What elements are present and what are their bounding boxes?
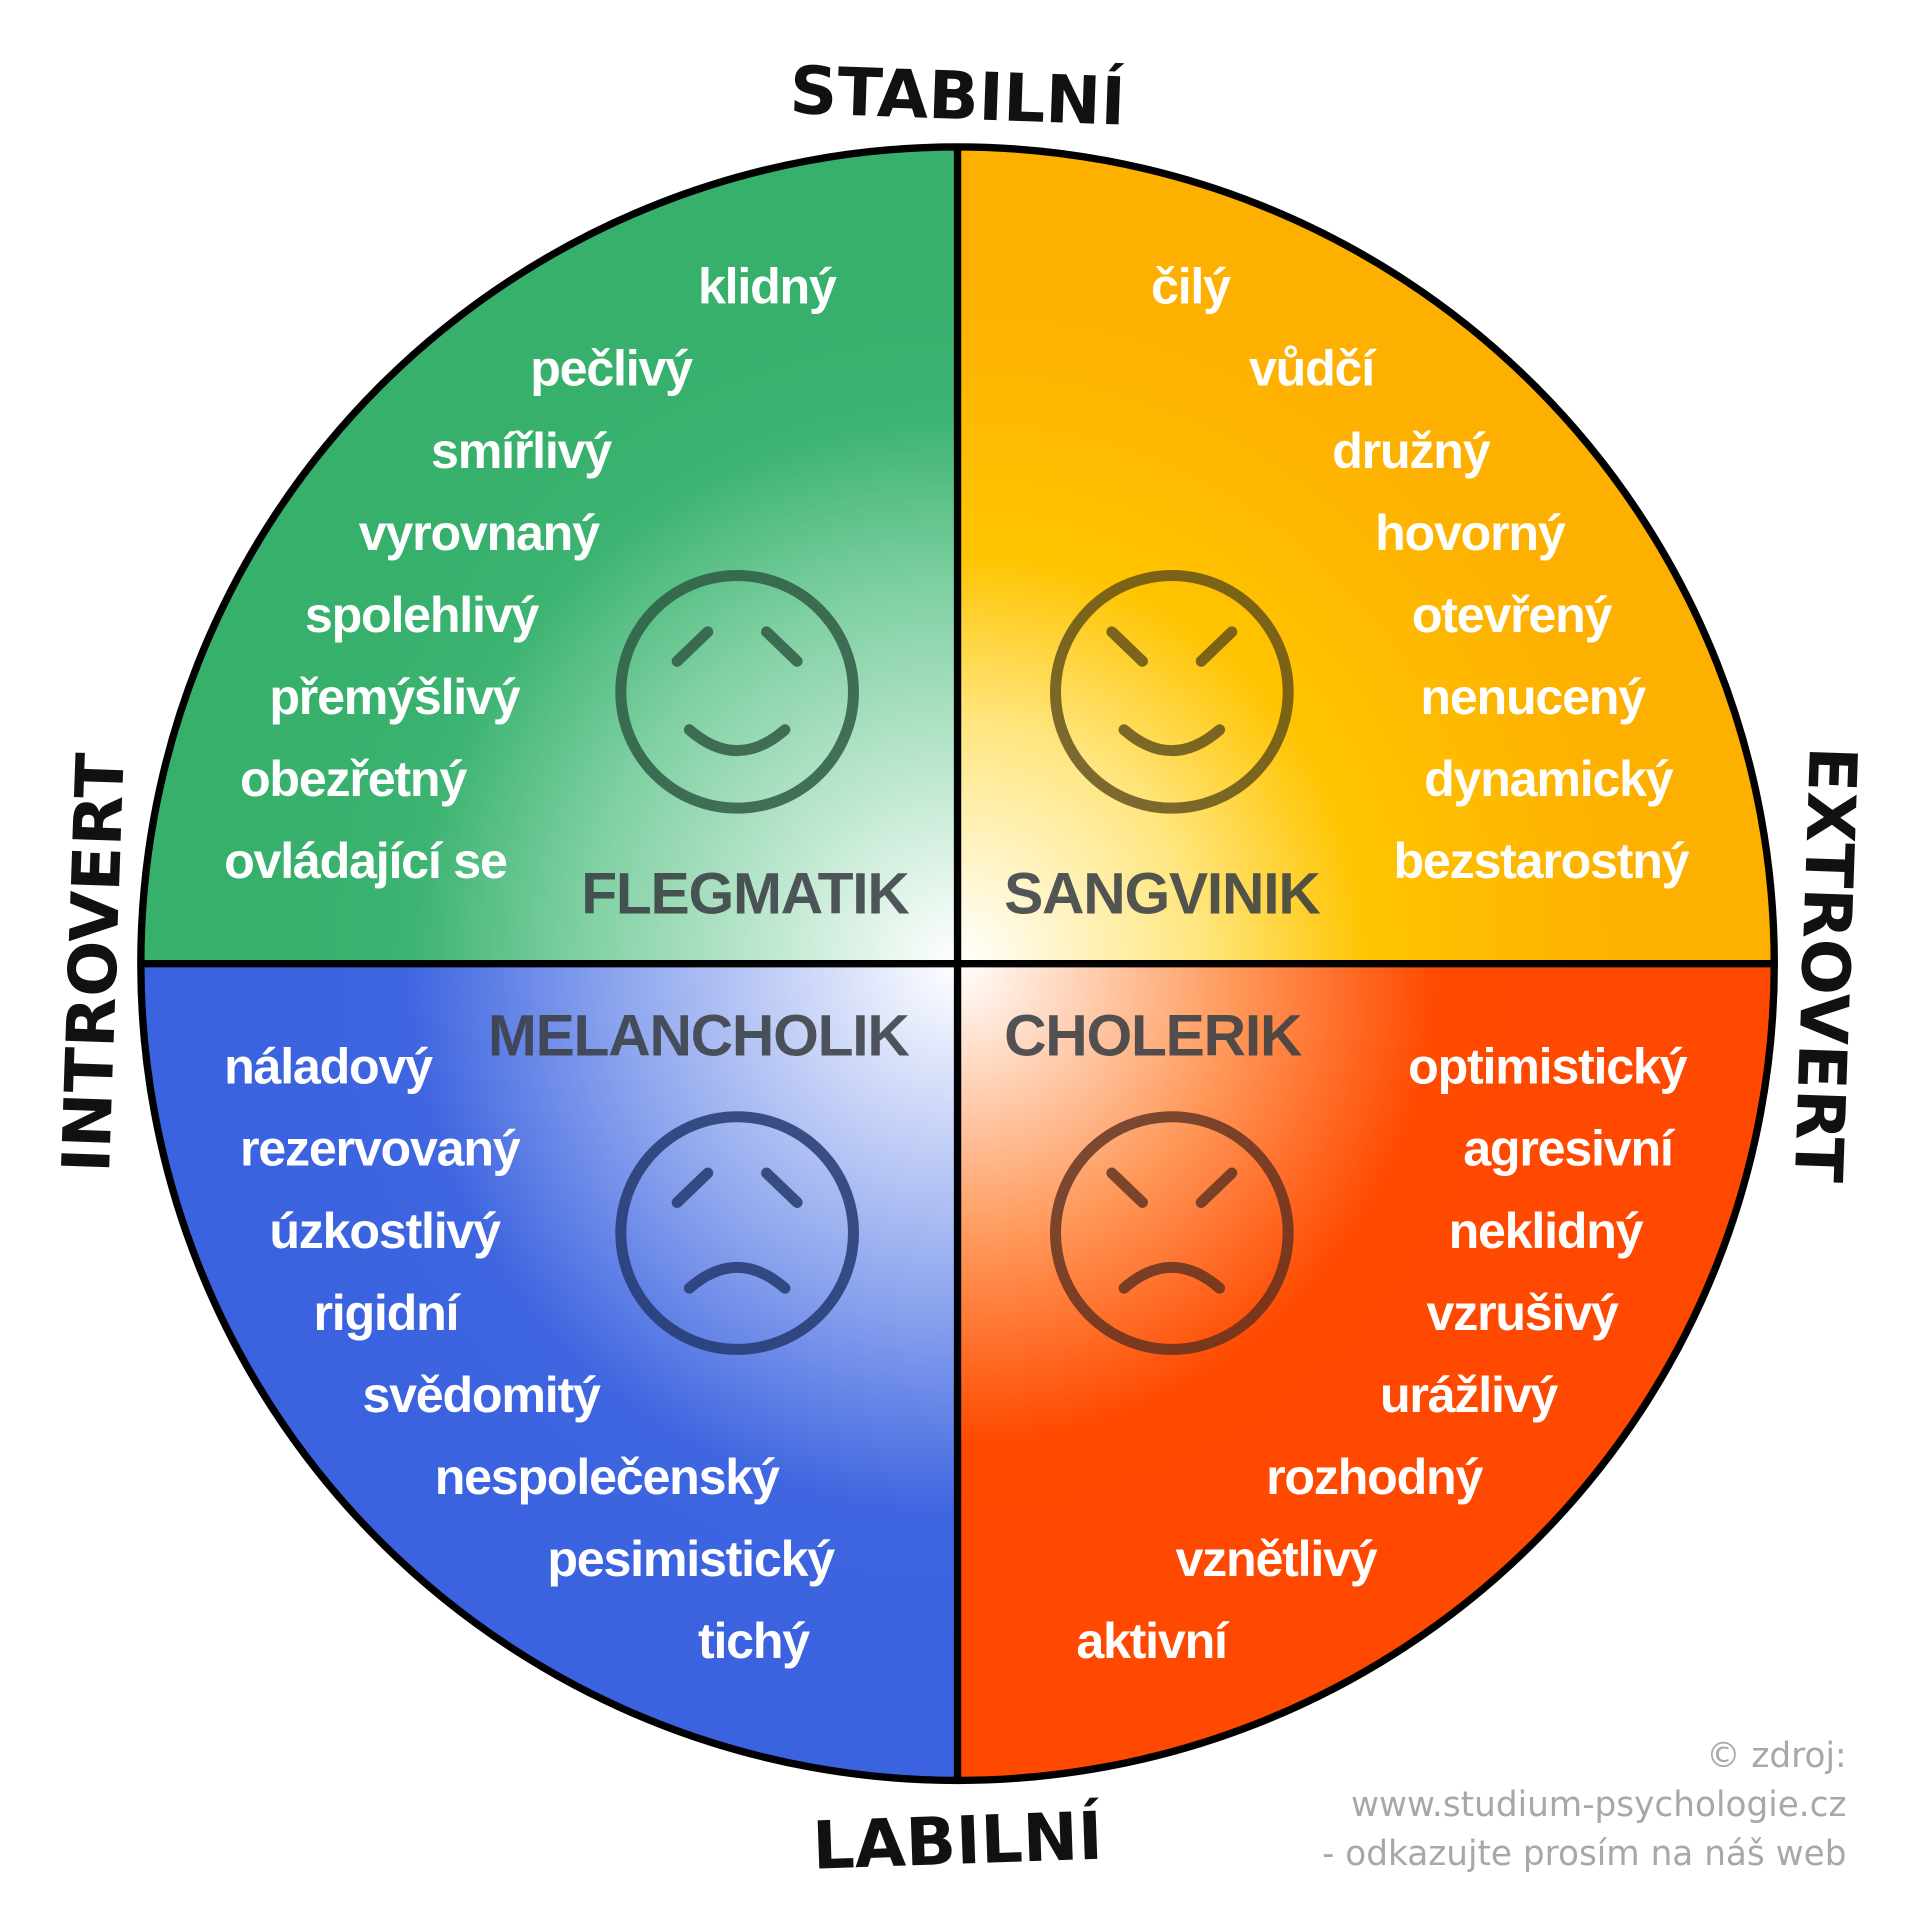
axis-label-bottom: LABILNÍ: [811, 1797, 1104, 1885]
trait-flegmatik: klidný: [698, 259, 837, 315]
trait-flegmatik: ovládající se: [224, 833, 507, 889]
quadrant-melancholik: [140, 963, 958, 1781]
trait-melancholik: úzkostlivý: [269, 1203, 501, 1259]
trait-sangvinik: družný: [1332, 423, 1490, 479]
trait-flegmatik: přemýšlivý: [269, 669, 520, 725]
trait-cholerik: neklidný: [1449, 1203, 1644, 1259]
content-face-icon: [615, 570, 859, 814]
trait-sangvinik: hovorný: [1375, 505, 1566, 561]
trait-cholerik: vzrušivý: [1427, 1285, 1619, 1341]
trait-sangvinik: bezstarostný: [1393, 833, 1689, 889]
angry-face-icon: [1050, 1111, 1294, 1355]
trait-flegmatik: pečlivý: [530, 341, 693, 397]
credit-line-1: © zdroj:: [1706, 1736, 1846, 1776]
trait-flegmatik: smířlivý: [431, 423, 612, 479]
trait-melancholik: pesimistický: [547, 1531, 835, 1587]
trait-melancholik: rezervovaný: [240, 1121, 521, 1177]
trait-sangvinik: vůdčí: [1249, 341, 1377, 397]
trait-cholerik: vznětlivý: [1176, 1531, 1378, 1587]
trait-sangvinik: dynamický: [1424, 751, 1674, 807]
credit-line-3: - odkazujte prosím na náš web: [1322, 1834, 1846, 1874]
type-label-cholerik: CHOLERIK: [1004, 1004, 1302, 1069]
trait-cholerik: optimistický: [1408, 1039, 1687, 1095]
trait-melancholik: svědomitý: [362, 1367, 601, 1423]
trait-flegmatik: vyrovnaný: [359, 505, 600, 561]
trait-melancholik: náladový: [224, 1039, 433, 1095]
trait-cholerik: urážlivý: [1380, 1367, 1558, 1423]
quadrant-sangvinik: [957, 146, 1775, 964]
trait-melancholik: nespolečenský: [435, 1449, 780, 1505]
trait-sangvinik: čilý: [1151, 259, 1231, 315]
sad-face-icon: [615, 1111, 859, 1355]
type-label-melancholik: MELANCHOLIK: [488, 1004, 909, 1069]
quadrant-cholerik: [957, 963, 1775, 1781]
trait-flegmatik: obezřetný: [240, 751, 467, 807]
trait-cholerik: aktivní: [1076, 1613, 1230, 1669]
trait-cholerik: rozhodný: [1266, 1449, 1483, 1505]
happy-face-icon: [1050, 570, 1294, 814]
trait-melancholik: tichý: [698, 1613, 810, 1669]
trait-cholerik: agresivní: [1463, 1121, 1676, 1177]
type-label-flegmatik: FLEGMATIK: [581, 861, 909, 926]
trait-sangvinik: otevřený: [1412, 587, 1613, 643]
trait-sangvinik: nenucený: [1420, 669, 1646, 725]
type-label-sangvinik: SANGVINIK: [1004, 861, 1320, 926]
axis-label-left: INTROVERT: [48, 752, 140, 1174]
axis-label-right: EXTROVERT: [1779, 745, 1871, 1183]
axis-label-top: STABILNÍ: [788, 51, 1126, 141]
credit-url[interactable]: www.studium-psychologie.cz: [1351, 1785, 1847, 1825]
trait-flegmatik: spolehlivý: [305, 587, 540, 643]
quadrant-flegmatik: [140, 146, 958, 964]
trait-melancholik: rigidní: [313, 1285, 461, 1341]
